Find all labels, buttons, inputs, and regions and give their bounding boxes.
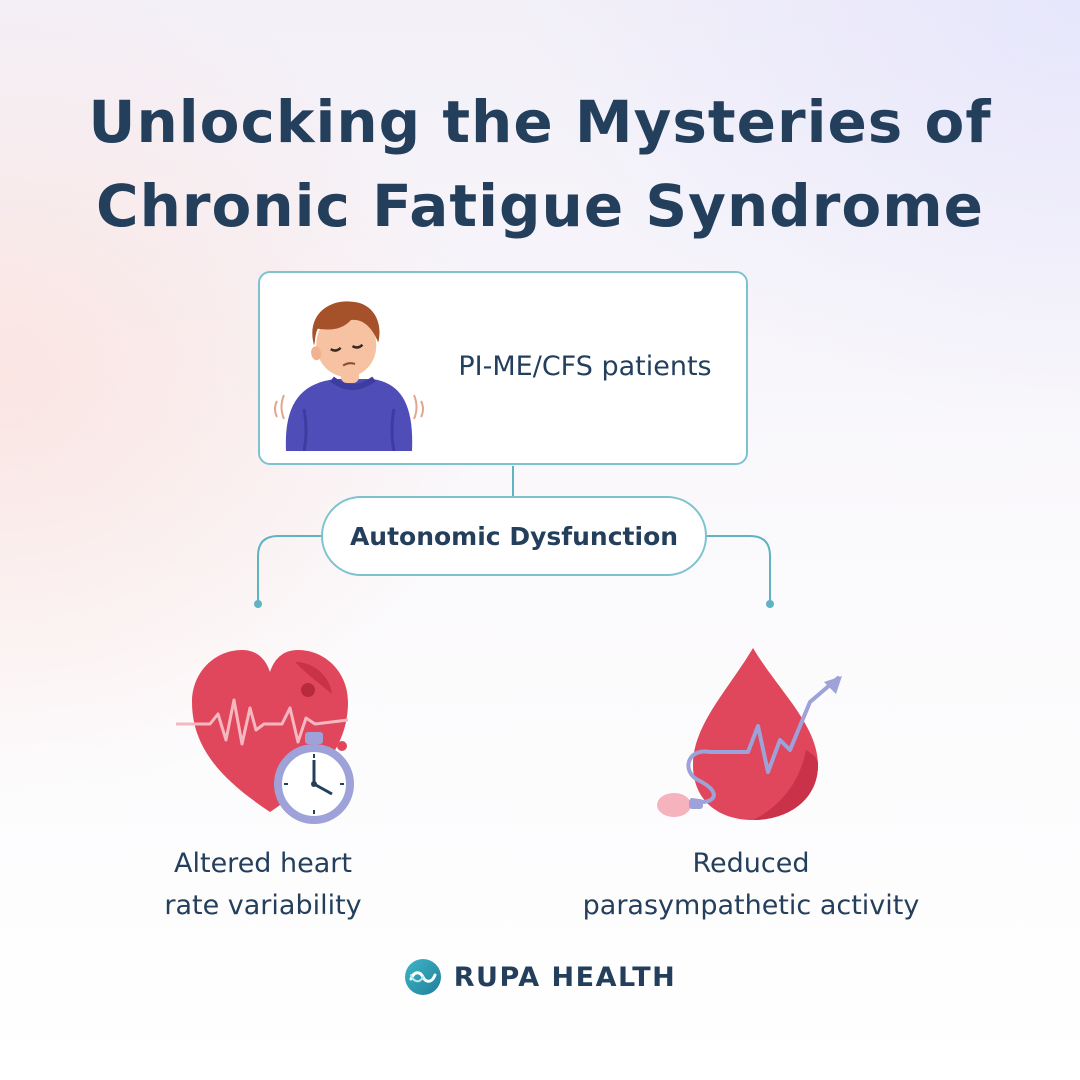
patient-box: PI-ME/CFS patients xyxy=(258,271,748,465)
connector-left-branch xyxy=(257,535,321,603)
tired-person-icon xyxy=(274,301,424,451)
heart-rate-stopwatch-icon xyxy=(176,650,354,824)
connector-right-dot xyxy=(766,600,774,608)
brand-footer: RUPA HEALTH xyxy=(0,958,1080,996)
caption-parasympathetic-activity: Reduced parasympathetic activity xyxy=(551,843,951,927)
brand-name: RUPA HEALTH xyxy=(453,961,677,993)
page-title: Unlocking the Mysteries of Chronic Fatig… xyxy=(0,80,1080,248)
caption-left-line-1: Altered heart xyxy=(174,848,352,879)
caption-left-line-2: rate variability xyxy=(164,890,362,921)
blood-pressure-drop-icon xyxy=(657,648,842,820)
connector-left-dot xyxy=(254,600,262,608)
patient-label: PI-ME/CFS patients xyxy=(458,351,712,382)
rupa-health-logo-icon xyxy=(404,959,441,995)
autonomic-dysfunction-node: Autonomic Dysfunction xyxy=(321,496,707,576)
node-label: Autonomic Dysfunction xyxy=(349,521,679,551)
connector-right-branch xyxy=(707,535,771,603)
caption-right-line-2: parasympathetic activity xyxy=(582,890,920,921)
caption-heart-rate-variability: Altered heart rate variability xyxy=(113,843,413,927)
caption-right-line-1: Reduced xyxy=(692,848,810,879)
title-line-2: Chronic Fatigue Syndrome xyxy=(96,172,984,240)
title-line-1: Unlocking the Mysteries of xyxy=(88,88,992,156)
